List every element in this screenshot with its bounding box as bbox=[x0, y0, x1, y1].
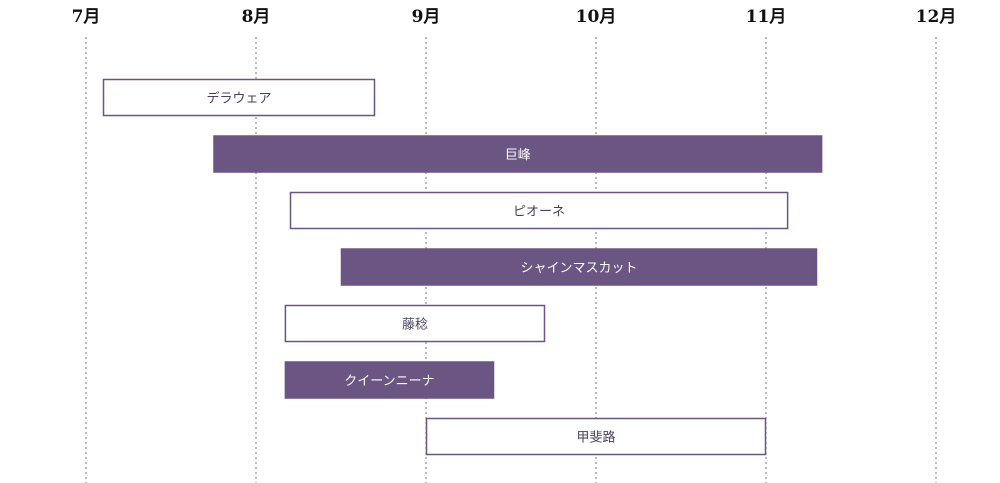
x-tick-label: 10月 bbox=[576, 7, 617, 27]
bar bbox=[284, 361, 495, 399]
x-axis-ticks: 7月 8月 9月 10月 11月 12月 bbox=[72, 7, 957, 27]
bar-label: シャインマスカット bbox=[520, 261, 637, 276]
bar-group: 巨峰 bbox=[213, 135, 823, 173]
bar-label: 甲斐路 bbox=[576, 430, 615, 446]
bar bbox=[289, 191, 789, 230]
bar bbox=[213, 135, 823, 173]
x-tick-label: 11月 bbox=[746, 7, 787, 27]
bar-label: ピオーネ bbox=[513, 205, 565, 220]
bar-label: デラウェア bbox=[206, 91, 271, 107]
x-tick-label: 9月 bbox=[412, 7, 441, 27]
x-tick-label: 7月 bbox=[72, 7, 101, 27]
bar-group: 甲斐路 bbox=[425, 417, 767, 456]
bar-group: クイーンニーナ bbox=[284, 361, 495, 399]
x-tick-label: 12月 bbox=[916, 7, 957, 27]
grid-lines bbox=[85, 37, 937, 483]
bar bbox=[425, 417, 767, 456]
x-tick-label: 8月 bbox=[242, 7, 271, 27]
bar-group: シャインマスカット bbox=[340, 248, 818, 286]
bar-group: デラウェア bbox=[102, 78, 376, 117]
bar-group: 藤稔 bbox=[284, 304, 546, 343]
bar bbox=[284, 304, 546, 343]
bar-label: クイーンニーナ bbox=[344, 374, 434, 389]
bar-group: ピオーネ bbox=[289, 191, 789, 230]
bar-label: 藤稔 bbox=[402, 318, 428, 333]
bar-label: 巨峰 bbox=[505, 148, 531, 163]
bar bbox=[102, 78, 376, 117]
bar bbox=[340, 248, 818, 286]
